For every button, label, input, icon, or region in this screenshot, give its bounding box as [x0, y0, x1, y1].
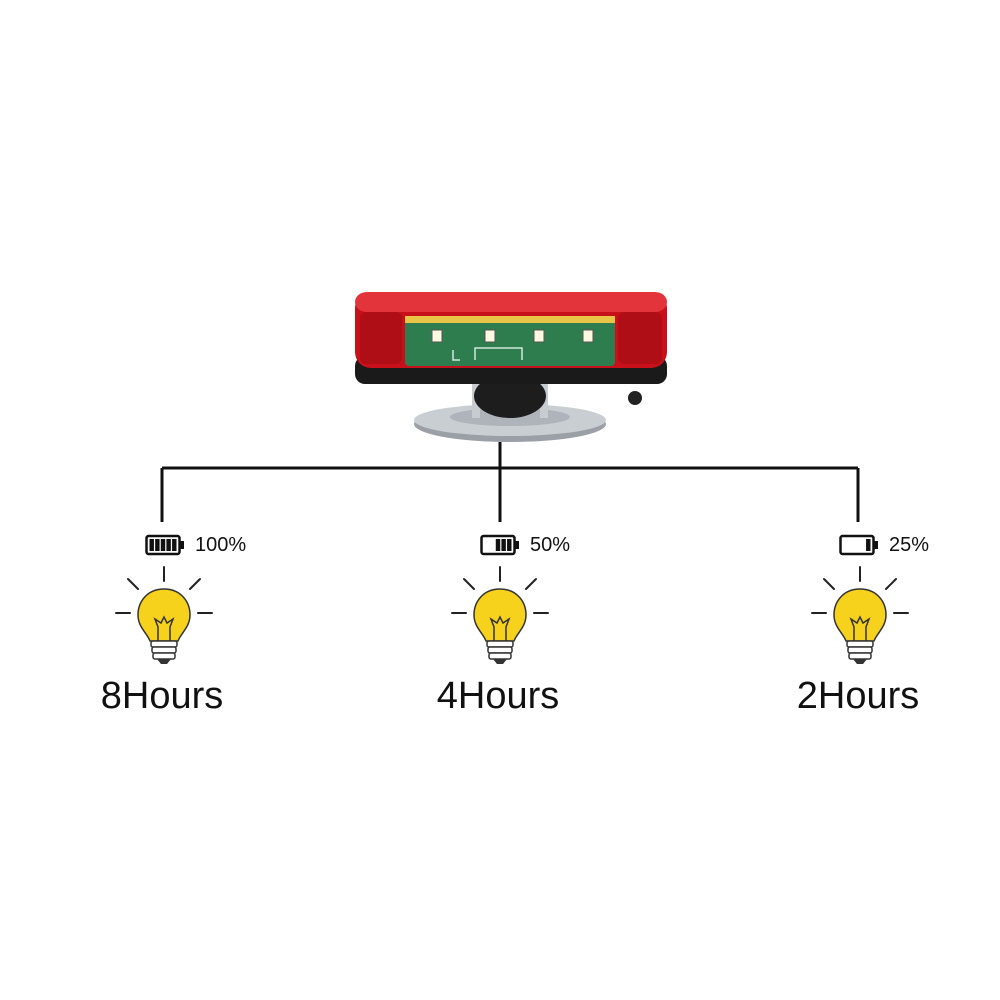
battery-percent-label: 50%: [530, 534, 571, 556]
battery-percent-label: 25%: [889, 534, 930, 556]
battery-status-1: 100%: [145, 533, 246, 557]
light-bulb-icon: [811, 566, 909, 664]
runtime-item-2: 50% 4Hours: [378, 525, 618, 725]
battery-status-3: 25%: [839, 533, 929, 557]
runtime-item-3: 25% 2Hours: [738, 525, 978, 725]
battery-status-2: 50%: [480, 533, 570, 557]
battery-level-bar: [149, 539, 154, 551]
runtime-item-1: 100% 8Hours: [42, 525, 282, 725]
runtime-hours-label: 2Hours: [796, 675, 920, 717]
battery-level-bar: [501, 539, 506, 551]
battery-level-bar: [155, 539, 160, 551]
battery-level-bar: [166, 539, 171, 551]
battery-level-bar: [160, 539, 166, 551]
light-bulb-icon: [451, 566, 549, 664]
battery-level-bar: [172, 539, 177, 551]
battery-icon: [480, 534, 519, 556]
battery-icon: [145, 534, 184, 556]
light-bulb-icon: [115, 566, 213, 664]
battery-level-bar: [495, 539, 501, 551]
runtime-hours-label: 8Hours: [100, 675, 224, 717]
runtime-hours-label: 4Hours: [436, 675, 560, 717]
tail-light-product-image: [355, 292, 667, 442]
battery-level-bar: [507, 539, 512, 551]
battery-level-bar: [866, 539, 871, 551]
battery-percent-label: 100%: [195, 534, 247, 556]
battery-icon: [839, 534, 878, 556]
